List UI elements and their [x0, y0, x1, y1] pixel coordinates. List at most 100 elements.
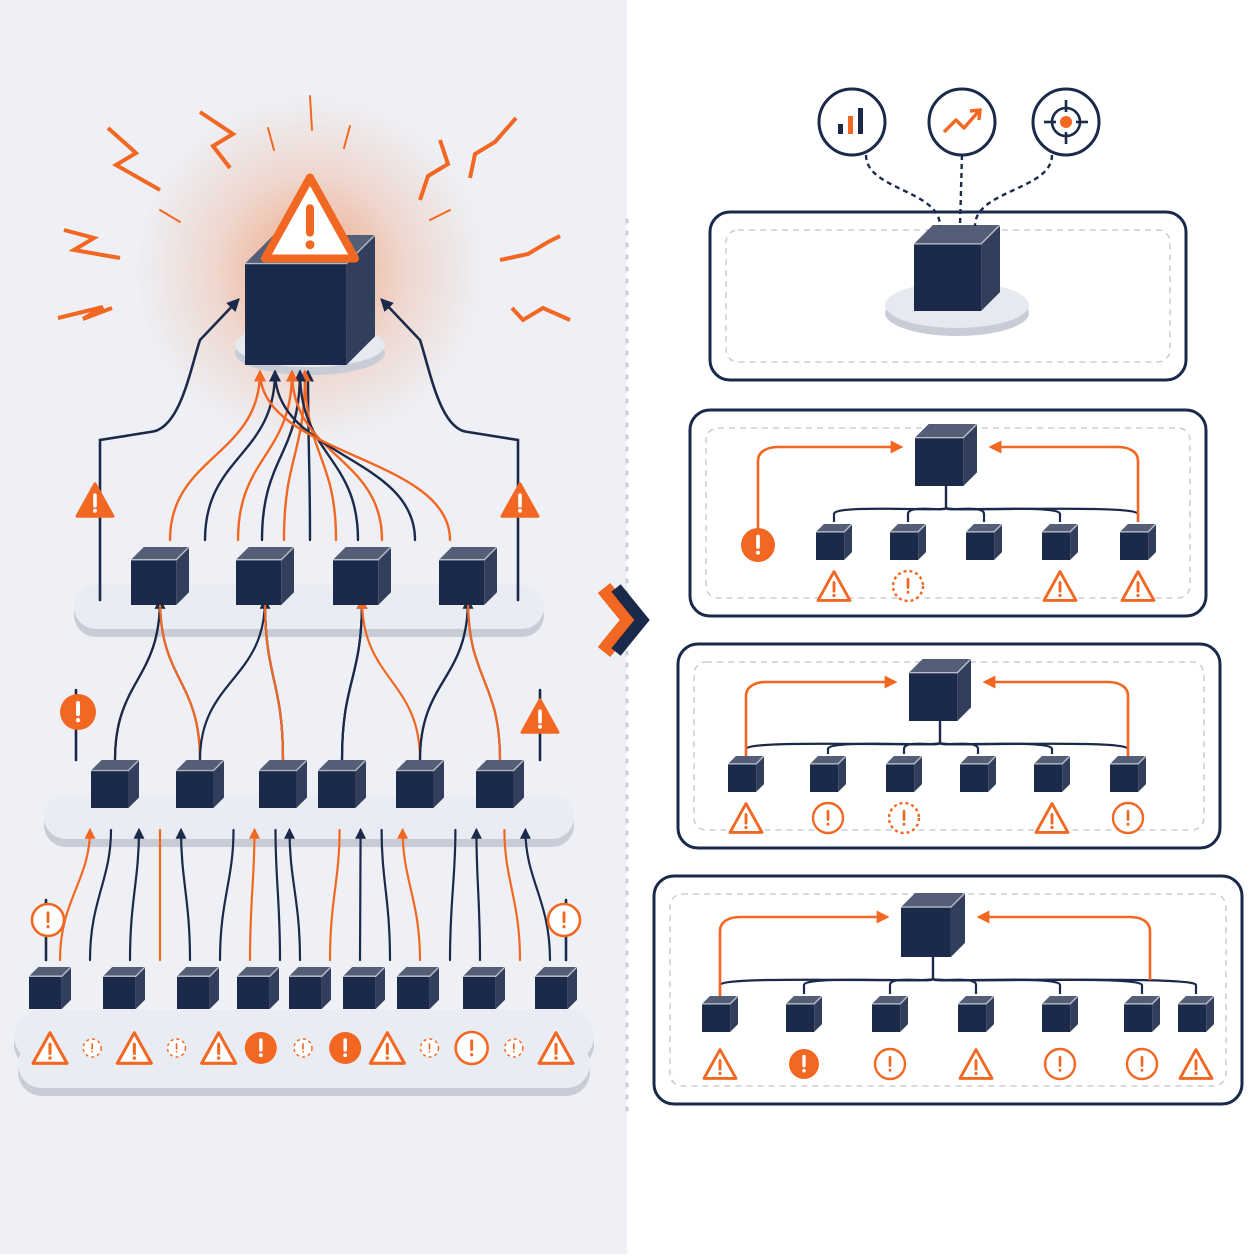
connector-line [128, 827, 145, 962]
level-2-node [259, 759, 308, 808]
kpi-connector [958, 154, 964, 227]
level-2-node [476, 759, 525, 808]
level-2-node [91, 759, 140, 808]
connector-line [380, 298, 520, 602]
level-1-node [131, 546, 190, 605]
panel-child-cube [960, 755, 997, 792]
panel-child-cube [728, 755, 765, 792]
level-3-node [177, 966, 220, 1009]
level-3-node [29, 966, 72, 1009]
warning-triangle-icon [537, 1031, 575, 1065]
feedback-arrow-right [982, 675, 1130, 756]
connector-line [356, 597, 422, 762]
alert-circle-icon [419, 1038, 440, 1058]
connector-line [284, 827, 302, 962]
lightning-bolt-icon [499, 234, 561, 262]
alert-circle-icon [1111, 801, 1145, 835]
bar-chart-icon [817, 87, 887, 157]
warning-triangle-icon [728, 802, 764, 834]
panel-child-cube [890, 523, 927, 560]
warning-triangle-icon [702, 1048, 738, 1080]
tree-branch [906, 506, 948, 522]
panel-root [708, 210, 1188, 382]
connector-line [503, 828, 522, 962]
alert-circle-icon [329, 1032, 362, 1064]
alert-circle-icon [244, 1032, 277, 1064]
connector-line [260, 369, 306, 542]
trend-up-icon [927, 87, 997, 157]
alert-circle-icon [1043, 1047, 1077, 1081]
panel-child-cube [702, 995, 739, 1032]
panel-root-cube [914, 224, 1001, 311]
connector-line [88, 828, 113, 962]
alert-circle-icon [454, 1030, 489, 1066]
panel-child-cube [1110, 755, 1147, 792]
warning-triangle-icon [958, 1048, 994, 1080]
panel-1 [688, 408, 1208, 618]
chevron-right-icon [597, 582, 650, 658]
lightning-bolt-icon [198, 110, 237, 170]
panel-child-cube [1042, 523, 1079, 560]
tree-branch [902, 741, 942, 754]
warning-triangle-icon [520, 698, 560, 734]
warning-triangle-icon [1120, 570, 1156, 602]
connector-line [418, 598, 470, 762]
level-3-node [463, 966, 506, 1009]
alert-circle-icon [293, 1038, 313, 1058]
alert-circle-icon [82, 1038, 102, 1058]
lightning-bolt-icon [468, 116, 518, 179]
tree-branch [931, 977, 1198, 994]
warning-triangle-icon [75, 482, 115, 518]
tree-branch [944, 506, 1140, 522]
connector-line [236, 369, 298, 542]
panel-child-cube [1042, 995, 1079, 1032]
level-3-node [237, 966, 280, 1009]
connector-line [340, 598, 364, 762]
alert-circle-icon [60, 694, 96, 730]
connector-line [113, 598, 162, 762]
feedback-arrow-left [756, 440, 904, 530]
alert-circle-icon [741, 528, 775, 562]
panel-parent-cube [901, 892, 966, 957]
level-2-node [318, 759, 367, 808]
connector-line [218, 828, 235, 962]
burst-ray [267, 127, 275, 151]
level-2-node [396, 759, 445, 808]
connector-line [254, 369, 452, 542]
connector-line [397, 827, 422, 962]
connector-line [328, 828, 341, 962]
level-3-node [289, 966, 332, 1009]
feedback-arrow-left [718, 910, 890, 996]
connector-line [98, 298, 240, 602]
lightning-bolt-icon [57, 305, 113, 321]
panel-parent-cube [909, 658, 972, 721]
connector-line [175, 827, 192, 962]
connector-line [519, 827, 552, 962]
kpi-connector [864, 154, 942, 227]
level-3-node [397, 966, 440, 1009]
connector-line [203, 369, 281, 542]
panel-child-cube [886, 755, 923, 792]
alert-circle-icon [873, 1047, 907, 1081]
kpi-connector [973, 154, 1054, 227]
level-3-node [103, 966, 146, 1009]
alert-circle-icon [504, 1038, 524, 1058]
level-2-node [176, 759, 225, 808]
panel-child-cube [1124, 995, 1161, 1032]
lightning-bolt-icon [106, 126, 161, 192]
warning-triangle-icon [115, 1031, 153, 1065]
warning-triangle-icon [1034, 802, 1070, 834]
alert-circle-icon [546, 902, 582, 938]
level-3-node [535, 966, 578, 1009]
alert-circle-icon [30, 902, 66, 938]
connector-line [269, 369, 417, 542]
warning-triangle-icon [1042, 570, 1078, 602]
panel-child-cube [1120, 523, 1157, 560]
panel-parent-cube [915, 423, 978, 486]
level-3-slab-base [18, 1040, 590, 1096]
connector-line [470, 827, 482, 962]
panel-2 [676, 642, 1222, 850]
connector-line [448, 828, 457, 962]
